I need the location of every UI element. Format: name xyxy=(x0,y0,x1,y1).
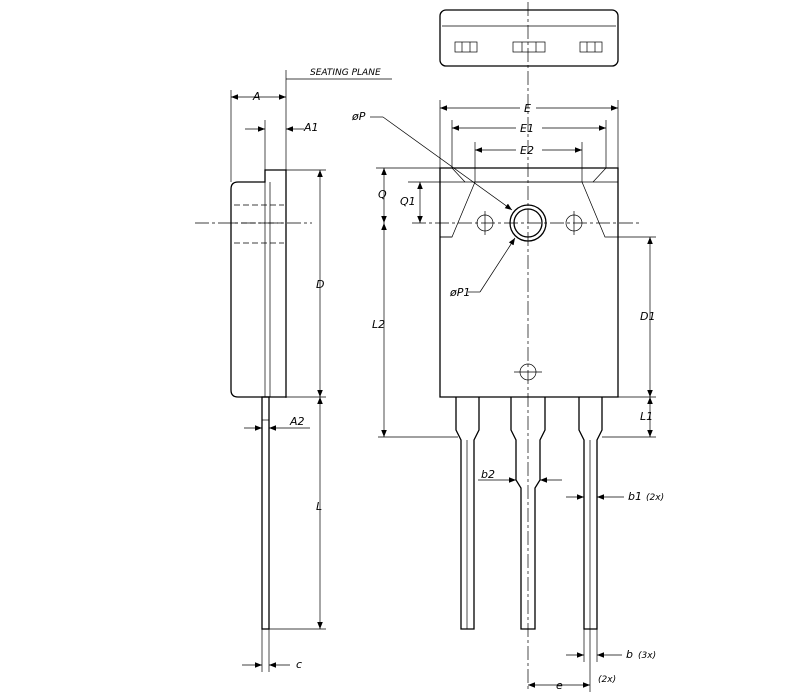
dim-label-e2: E2 xyxy=(520,144,534,157)
lead-left xyxy=(455,397,480,630)
dim-label-q1: Q1 xyxy=(400,195,416,208)
dim-label-b2: b2 xyxy=(481,468,495,481)
side-view-body xyxy=(230,169,287,398)
front-view: øP øP1 E E1 E2 Q Q1 L2 xyxy=(351,2,664,692)
lead-center xyxy=(510,397,546,630)
dim-label-q: Q xyxy=(378,188,387,201)
dim-label-b1: b1 xyxy=(628,490,642,503)
side-view: SEATING PLANE A A1 D A2 xyxy=(195,68,392,672)
dim-label-l1: L1 xyxy=(640,410,653,423)
dim-label-e-width: E xyxy=(524,102,531,115)
dim-label-d: D xyxy=(316,278,324,291)
top-view-tab-right xyxy=(579,41,603,53)
mounting-hole-outer xyxy=(509,204,547,242)
dim-label-p: øP xyxy=(351,110,366,123)
mounting-hole-inner xyxy=(513,208,543,238)
lead-right xyxy=(578,397,603,630)
top-view-tab-center xyxy=(512,41,546,53)
top-view-body xyxy=(439,9,619,67)
dim-label-d1: D1 xyxy=(640,310,655,323)
dim-label-e1: E1 xyxy=(520,122,534,135)
top-view xyxy=(439,9,619,67)
dim-label-a: A xyxy=(252,90,261,103)
dim-label-l2: L2 xyxy=(372,318,385,331)
dim-label-b1-count: (2x) xyxy=(646,493,664,503)
dim-label-l: L xyxy=(316,500,322,513)
dim-label-b: b xyxy=(626,648,633,661)
dim-label-a2: A2 xyxy=(289,415,305,428)
seating-plane-label: SEATING PLANE xyxy=(310,68,381,78)
dim-label-c: c xyxy=(296,658,302,671)
dim-label-a1: A1 xyxy=(303,121,319,134)
dim-label-p1: øP1 xyxy=(449,286,470,299)
side-view-lead xyxy=(261,396,270,630)
top-view-tab-left xyxy=(454,41,478,53)
dim-label-b-count: (3x) xyxy=(638,651,656,661)
dim-label-e-count: (2x) xyxy=(598,675,616,685)
dim-label-e-pitch: e xyxy=(556,679,563,692)
